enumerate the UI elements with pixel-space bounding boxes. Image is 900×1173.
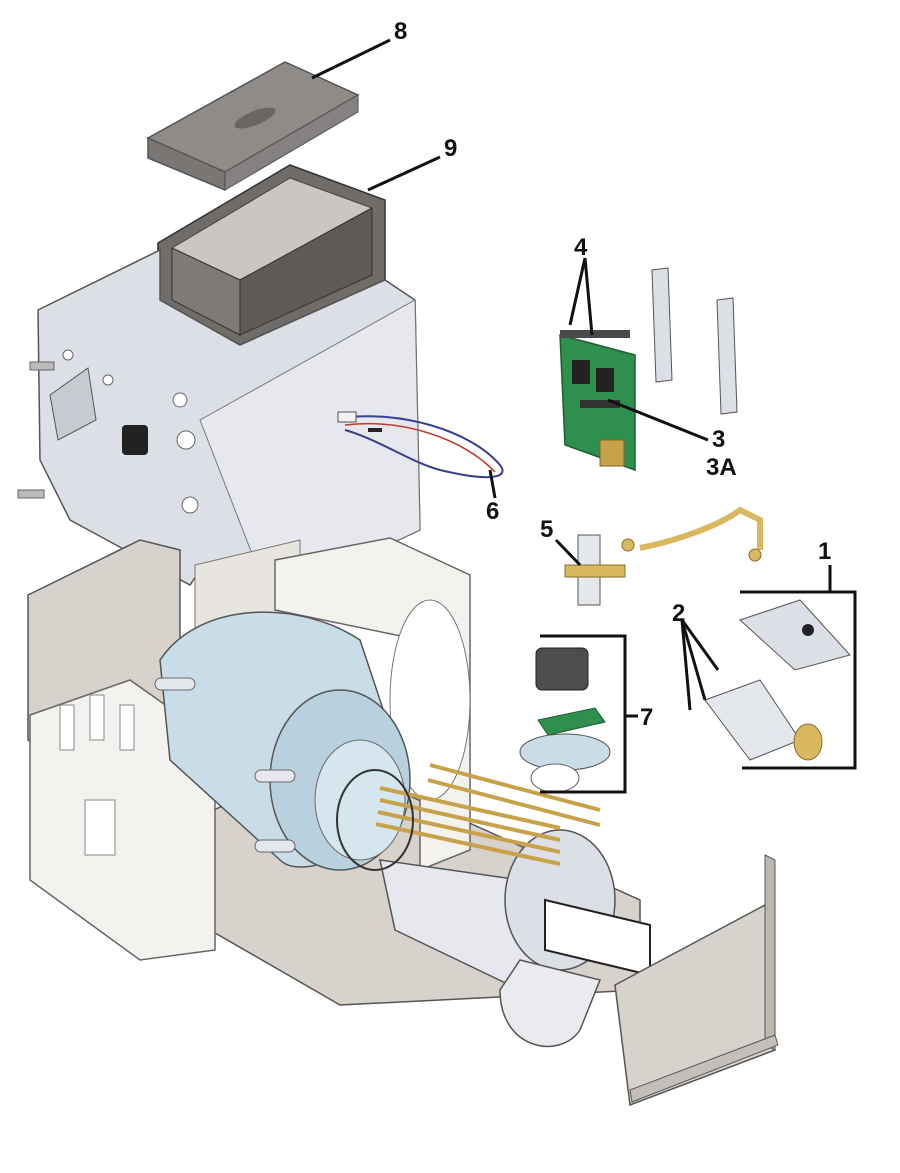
callout-8: 8 <box>394 18 408 45</box>
wiring-harness-part <box>337 411 504 479</box>
callout-6: 6 <box>486 498 500 525</box>
callout-9: 9 <box>444 135 458 162</box>
frame-part <box>157 164 386 346</box>
right-side-panel <box>614 854 779 1107</box>
insulation-blocks <box>29 537 471 961</box>
gas-valve-part <box>564 506 763 606</box>
callout-3: 3 <box>712 426 726 453</box>
sheet-metal-housing <box>17 248 421 612</box>
top-cover-part <box>146 61 360 192</box>
burner-assembly <box>336 763 651 1048</box>
leader-lines <box>311 38 857 794</box>
brass-tubes <box>375 763 601 866</box>
callout-3a: 3A <box>706 454 737 481</box>
control-board-part <box>559 267 738 472</box>
burner-plate-part <box>704 599 851 761</box>
callout-5: 5 <box>540 516 554 543</box>
callout-1: 1 <box>818 538 832 565</box>
ignition-module-part <box>519 647 611 793</box>
callout-2: 2 <box>672 600 686 627</box>
callout-4: 4 <box>574 234 588 261</box>
callout-7: 7 <box>640 704 654 731</box>
